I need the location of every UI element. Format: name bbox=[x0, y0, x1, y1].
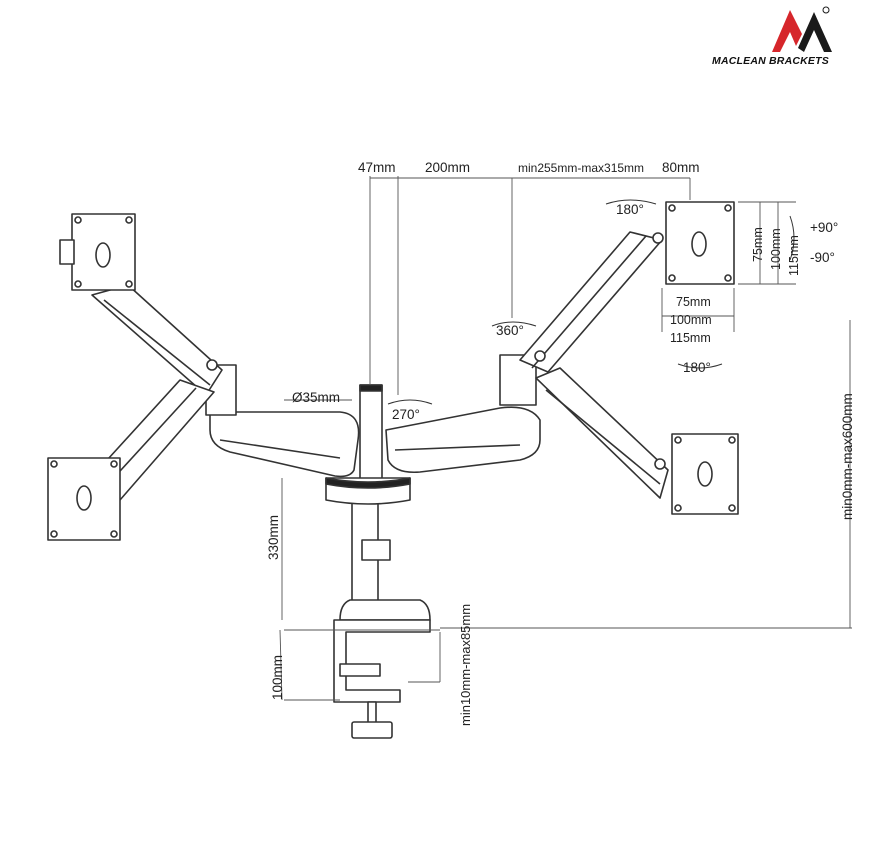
label-tilt-up: +90° bbox=[810, 220, 838, 235]
dim-vesa-h-75: 75mm bbox=[676, 295, 711, 309]
left-main-arm bbox=[205, 364, 360, 478]
label-rotate-top: 180° bbox=[616, 202, 644, 217]
vesa-plate-top-right bbox=[665, 201, 735, 285]
right-lower-arm bbox=[535, 367, 669, 499]
dim-arm-segment: 200mm bbox=[425, 160, 470, 175]
right-upper-arm bbox=[519, 231, 664, 373]
dim-clamp-height: 100mm bbox=[270, 655, 285, 700]
dim-vesa-offset: 80mm bbox=[662, 160, 700, 175]
rotation-arrows bbox=[387, 199, 795, 405]
vesa-plate-top-left bbox=[59, 213, 136, 291]
dim-vesa-v-100: 100mm bbox=[769, 228, 783, 270]
collar bbox=[325, 477, 411, 505]
brand-name: MACLEAN BRACKETS bbox=[712, 55, 829, 67]
label-arm-swivel: 270° bbox=[392, 407, 420, 422]
label-rotate-bottom: 180° bbox=[683, 360, 711, 375]
dim-vesa-h-100: 100mm bbox=[670, 313, 712, 327]
dim-height-range: min0mm-max600mm bbox=[840, 393, 855, 520]
dim-vesa-h-115: 115mm bbox=[670, 331, 711, 345]
dim-desk-thickness: min10mm-max85mm bbox=[458, 604, 473, 726]
label-tilt-down: -90° bbox=[810, 250, 835, 265]
label-swivel: 360° bbox=[496, 323, 524, 338]
desk-clamp bbox=[333, 599, 431, 739]
left-upper-arm bbox=[91, 284, 223, 396]
dimension-lines bbox=[279, 176, 852, 701]
vesa-plate-bottom-right bbox=[671, 433, 739, 515]
brand-logo-icon bbox=[772, 6, 832, 52]
dim-pole-diameter: Ø35mm bbox=[292, 390, 340, 405]
dim-clamp-offset: 47mm bbox=[358, 160, 396, 175]
dim-vesa-v-75: 75mm bbox=[751, 227, 765, 262]
vesa-plate-bottom-left bbox=[47, 457, 121, 541]
dim-pole-height: 330mm bbox=[266, 515, 281, 560]
right-main-arm bbox=[385, 354, 541, 474]
dim-arm-range: min255mm-max315mm bbox=[518, 161, 644, 175]
dim-vesa-v-115: 115mm bbox=[787, 235, 801, 276]
